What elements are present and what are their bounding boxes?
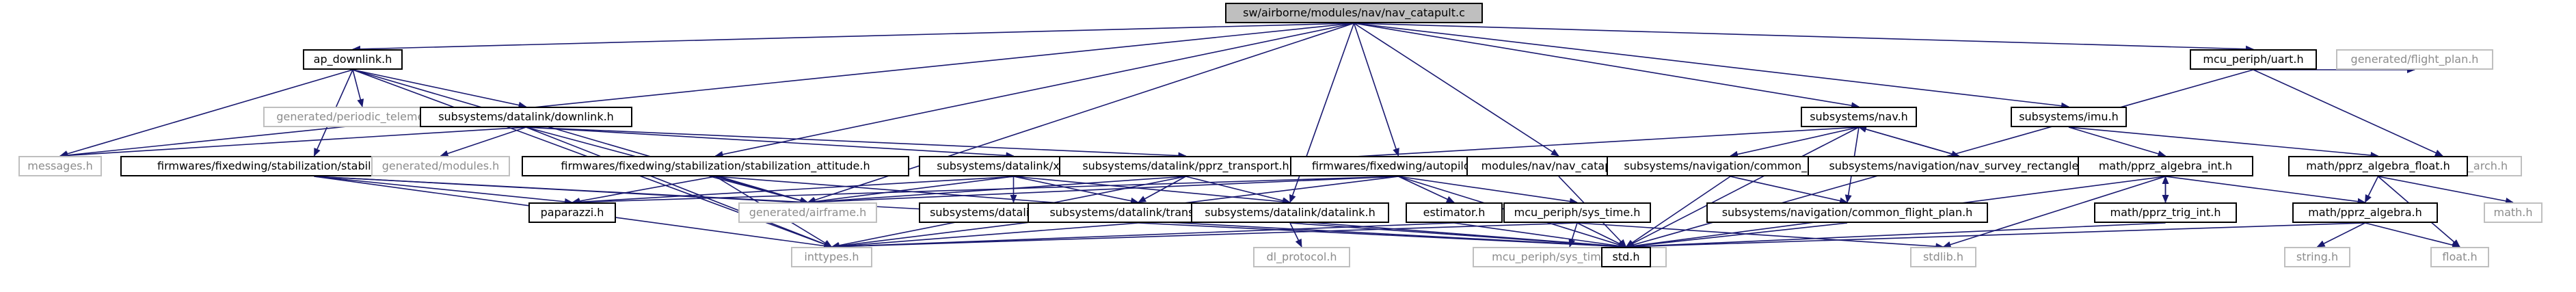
node-stdlib: stdlib.h [1910, 247, 1976, 267]
edge-sys-time-to-std-h [1577, 222, 1627, 248]
edge-ap-downlink-to-messages [59, 69, 353, 157]
edge-common-nav-to-std-h [1625, 176, 1731, 248]
edge-mcu-uart-to-uart-arch [2253, 69, 2443, 157]
edge-nav-survey-to-nav-h [1858, 126, 1959, 157]
edge-dl-downlink-to-pprz-transport [526, 127, 1187, 159]
node-pprz-transport[interactable]: subsystems/datalink/pprz_transport.h [1059, 156, 1313, 176]
node-pprz-algebra[interactable]: math/pprz_algebra.h [2292, 202, 2438, 223]
edge-pprz-alg-int-to-pprz-algebra [2165, 176, 2366, 205]
edge-dl-downlink-to-inttypes [526, 127, 833, 248]
edge-root-to-ap-downlink [352, 23, 1354, 53]
edge-dl-downlink-to-gen-modules [440, 127, 526, 157]
edge-common-nav-to-common-fp [1730, 176, 1848, 204]
edge-dl-transport-to-inttypes [831, 222, 1139, 250]
edge-xbee-to-dl-datalink [1013, 176, 1291, 205]
node-math-h: math.h [2484, 202, 2543, 223]
edge-ap-downlink-to-periodic-tel [352, 69, 364, 107]
node-paparazzi[interactable]: paparazzi.h [528, 202, 616, 223]
edge-dl-downlink-to-messages [59, 127, 526, 159]
node-flight-plan: generated/flight_plan.h [2336, 49, 2493, 70]
edge-imu-h-to-pprz-alg-float [2068, 127, 2379, 159]
node-inttypes: inttypes.h [791, 247, 872, 267]
node-common-fp[interactable]: subsystems/navigation/common_flight_plan… [1706, 202, 1988, 223]
edge-dl-datalink-to-dl-protocol [1289, 222, 1302, 248]
node-root: sw/airborne/modules/nav/nav_catapult.c [1225, 3, 1483, 23]
edge-pprz-alg-float-to-math-h [2378, 176, 2514, 204]
node-mcu-uart[interactable]: mcu_periph/uart.h [2190, 49, 2317, 70]
edge-autopilot-to-paparazzi [572, 176, 1399, 206]
edge-root-to-messages [59, 23, 1354, 159]
edge-imu-h-to-pprz-alg-int [2068, 127, 2166, 157]
edge-root-to-nav-catapult-h [1354, 23, 1559, 157]
edge-ap-downlink-to-gen-airframe [352, 69, 809, 204]
node-gen-modules: generated/modules.h [371, 156, 510, 176]
edge-autopilot-to-gen-airframe [807, 176, 1399, 206]
edge-nav-h-to-common-nav [1730, 127, 1860, 158]
node-pprz-alg-float[interactable]: math/pprz_algebra_float.h [2288, 156, 2468, 176]
edge-xbee-to-dl-transport [1013, 176, 1139, 204]
node-ap-downlink[interactable]: ap_downlink.h [303, 49, 403, 70]
edge-sys-time-to-inttypes [831, 222, 1578, 250]
edge-estimator-to-std-h [1453, 222, 1627, 250]
edge-common-fp-to-std-h [1625, 222, 1848, 250]
edge-pprz-transport-to-dl-transport [1138, 176, 1186, 203]
edge-stab-attitude-to-gen-airframe [715, 176, 809, 204]
node-nav-h[interactable]: subsystems/nav.h [1801, 107, 1917, 127]
node-dl-datalink[interactable]: subsystems/datalink/datalink.h [1191, 202, 1389, 223]
edge-root-to-mcu-uart [1354, 23, 2254, 53]
edge-pprz-algebra-to-std-h [1625, 222, 2365, 250]
node-sys-time[interactable]: mcu_periph/sys_time.h [1503, 202, 1651, 223]
edge-sys-time-to-stdlib [1577, 222, 1944, 250]
node-imu-h[interactable]: subsystems/imu.h [2011, 107, 2127, 127]
edge-autopilot-to-sys-time [1398, 176, 1578, 205]
node-pprz-trig-int[interactable]: math/pprz_trig_int.h [2094, 202, 2237, 223]
edge-estimator-to-inttypes [831, 222, 1455, 250]
node-string-h: string.h [2284, 247, 2350, 267]
node-nav-survey[interactable]: subsystems/navigation/nav_survey_rectang… [1808, 156, 2110, 176]
node-std-h[interactable]: std.h [1601, 247, 1651, 267]
edge-dl-transport-to-std-h [1138, 222, 1627, 250]
node-stab-attitude[interactable]: firmwares/fixedwing/stabilization/stabil… [522, 156, 909, 176]
edge-stab-adaptive-to-paparazzi [314, 176, 573, 205]
edge-root-to-nav-h [1354, 23, 1860, 109]
edge-ap-downlink-to-dl-downlink [352, 69, 527, 109]
node-gen-airframe: generated/airframe.h [738, 202, 877, 223]
edge-pprz-algebra-to-float-h [2365, 222, 2460, 249]
node-dl-downlink[interactable]: subsystems/datalink/downlink.h [420, 107, 632, 127]
edge-pprz-alg-float-to-pprz-algebra [2364, 176, 2379, 203]
node-dl-protocol: dl_protocol.h [1253, 247, 1350, 267]
edge-root-to-stab-attitude [714, 23, 1354, 158]
edge-root-to-autopilot [1353, 23, 1399, 157]
edge-pprz-trig-int-to-std-h [1625, 222, 2166, 250]
node-messages: messages.h [18, 156, 102, 176]
node-pprz-alg-int[interactable]: math/pprz_algebra_int.h [2078, 156, 2253, 176]
edge-nav-h-to-std-h [1625, 127, 1860, 248]
edge-sys-time-to-sys-time-arch [1568, 222, 1578, 248]
edge-autopilot-to-estimator [1398, 176, 1455, 203]
edge-root-to-imu-h [1354, 23, 2069, 109]
edge-dl-downlink-to-xbee [526, 127, 1015, 159]
edge-xbee-to-gen-airframe [807, 176, 1014, 205]
edge-stab-attitude-to-paparazzi [572, 176, 716, 204]
node-float-h: float.h [2430, 247, 2489, 267]
node-estimator[interactable]: estimator.h [1406, 202, 1503, 223]
edge-pprz-algebra-to-string-h [2316, 222, 2365, 248]
edge-pprz-transport-to-dl-datalink [1185, 176, 1291, 204]
